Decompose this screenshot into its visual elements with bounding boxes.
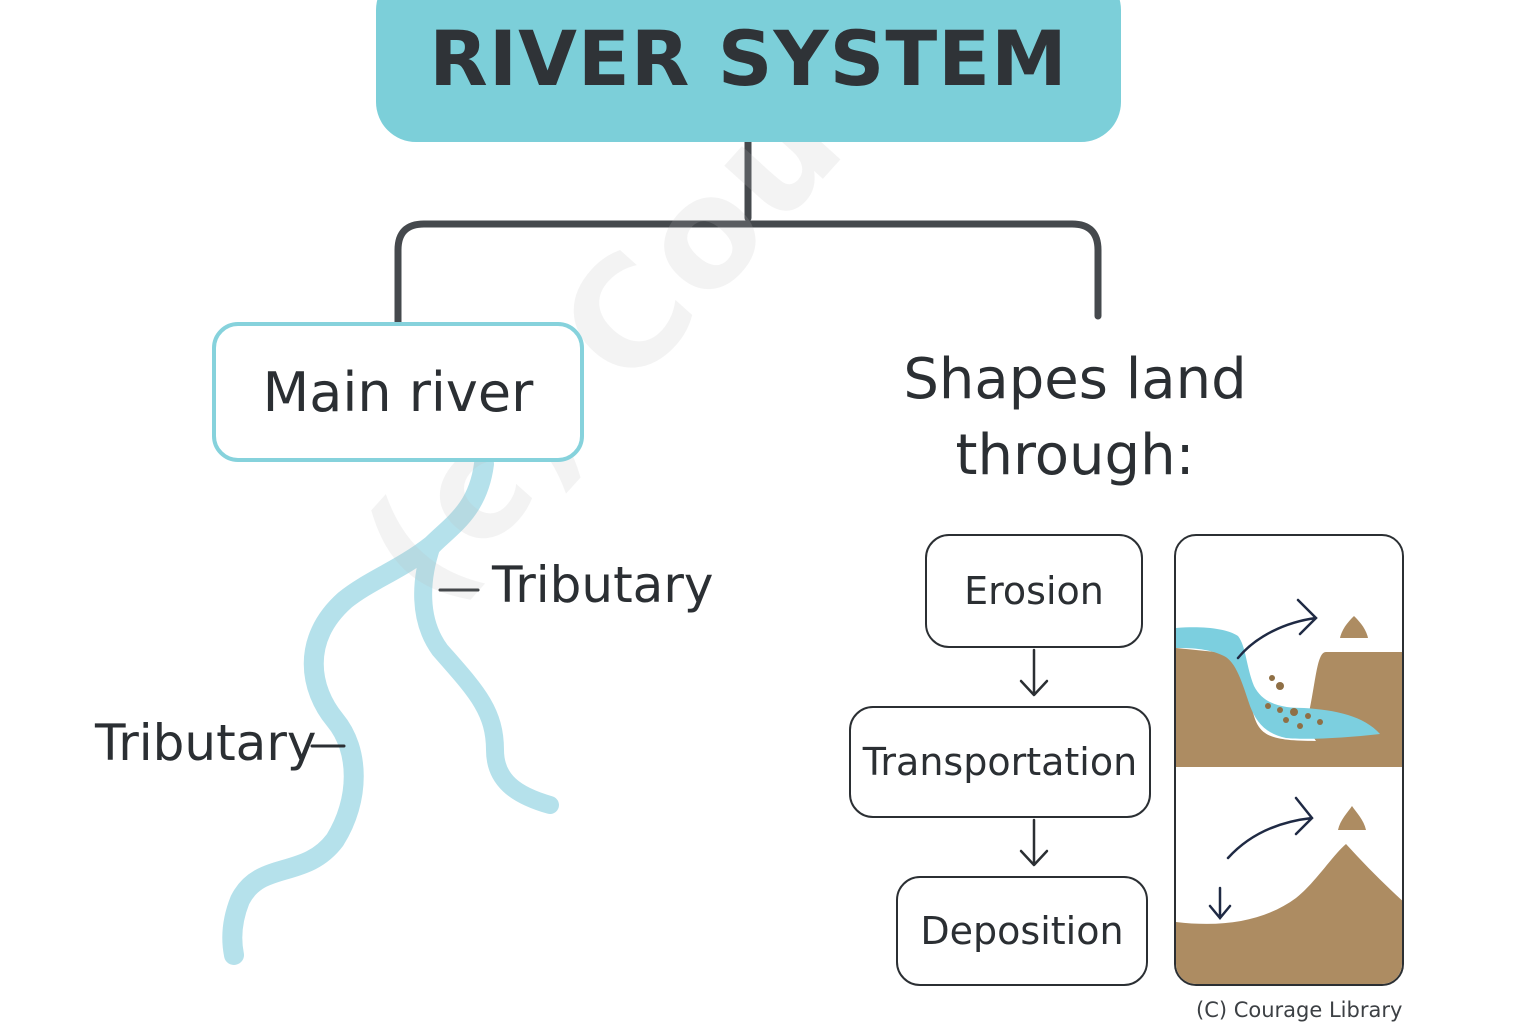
erosion-arrow [1236, 598, 1318, 660]
sediment-mound-bottom [1338, 806, 1366, 830]
arrow-down-2 [1019, 818, 1049, 867]
connector-branch [394, 220, 1102, 326]
title-banner: RIVER SYSTEM [376, 0, 1121, 142]
tributary-label-left: Tributary [95, 714, 317, 772]
copyright-text: (C) Courage Library [1196, 998, 1403, 1022]
shapes-heading-line2: through: [955, 423, 1195, 488]
process-transportation: Transportation [849, 706, 1151, 818]
soil-left-bank [1176, 648, 1402, 768]
tributary-label-right: Tributary [492, 556, 714, 614]
shapes-heading: Shapes land through: [880, 342, 1270, 494]
erosion-panel [1176, 598, 1402, 768]
erosion-water [1176, 627, 1380, 739]
deposit-hill [1176, 844, 1402, 984]
deposition-arrow-down [1208, 886, 1232, 920]
connector-tree [394, 138, 1102, 326]
deposition-panel [1176, 796, 1402, 984]
river-paths [222, 454, 559, 965]
process-arrows [1019, 648, 1049, 867]
deposition-arrow-up [1226, 796, 1314, 860]
tributary-ticks [310, 588, 480, 748]
landform-svg [1176, 598, 1402, 984]
page-title: RIVER SYSTEM [429, 14, 1068, 103]
sediment-mound-top [1340, 616, 1368, 638]
main-river-box: Main river [212, 322, 584, 462]
landform-illustration [1174, 534, 1404, 986]
main-river-channel [222, 454, 494, 965]
tributary-channel [414, 536, 559, 814]
arrow-down-1 [1019, 648, 1049, 697]
sediment-dots [1265, 675, 1323, 729]
process-deposition: Deposition [896, 876, 1148, 986]
shapes-heading-line1: Shapes land [903, 347, 1247, 412]
process-erosion: Erosion [925, 534, 1143, 648]
main-river-label: Main river [262, 360, 534, 424]
